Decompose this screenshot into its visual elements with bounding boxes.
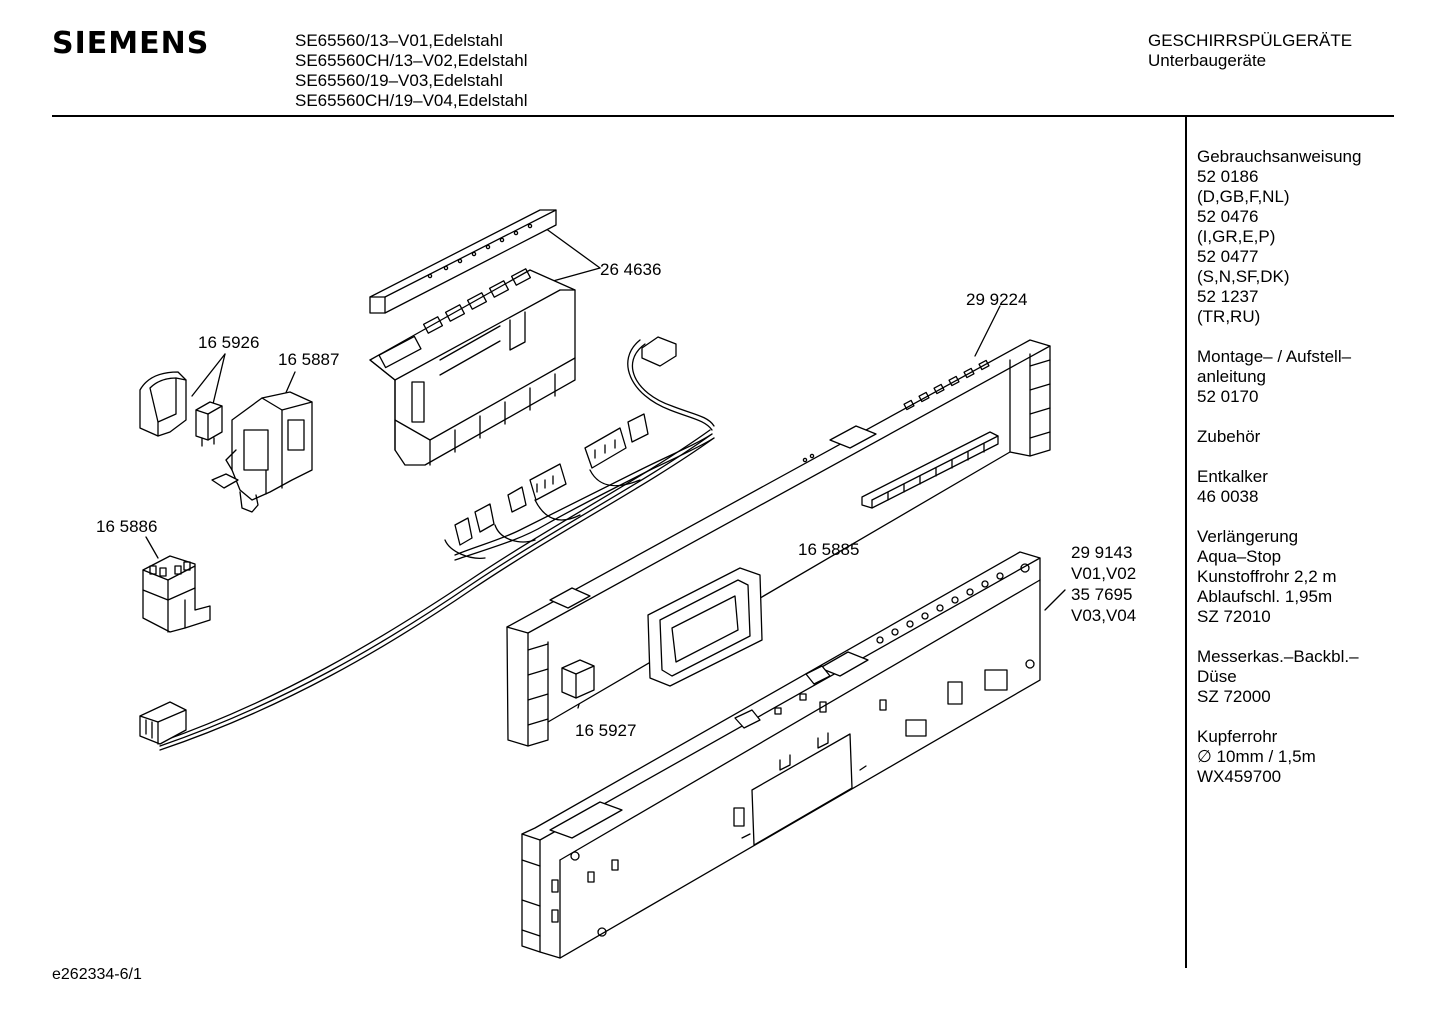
accessories-sidebar: Gebrauchsanweisung 52 0186 (D,GB,F,NL) 5… <box>1197 147 1437 807</box>
model-line: SE65560/19–V03,Edelstahl <box>295 71 503 90</box>
part-label-165886: 16 5886 <box>96 517 158 536</box>
sidebar-line: (D,GB,F,NL) <box>1197 187 1290 206</box>
sidebar-line: 52 0170 <box>1197 387 1259 406</box>
small-relay <box>196 402 222 446</box>
category-subtitle: Unterbaugeräte <box>1148 51 1267 70</box>
sidebar-line: 52 1237 <box>1197 287 1259 306</box>
switch-bracket <box>212 392 312 512</box>
extension-group: Verlängerung Aqua–Stop Kunstoffrohr 2,2 … <box>1197 527 1437 627</box>
brand-logo: SIEMENS <box>52 26 210 61</box>
sidebar-line: Entkalker <box>1197 467 1268 486</box>
terminal-block <box>143 556 210 632</box>
sidebar-line: 52 0476 <box>1197 207 1259 226</box>
manuals-group: Gebrauchsanweisung 52 0186 (D,GB,F,NL) 5… <box>1197 147 1437 327</box>
sidebar-line: Verlängerung <box>1197 527 1299 546</box>
sidebar-line: 52 0186 <box>1197 167 1259 186</box>
installation-group: Montage– / Aufstell– anleitung 52 0170 <box>1197 347 1437 407</box>
descaler-group: Entkalker 46 0038 <box>1197 467 1437 507</box>
sidebar-line: Gebrauchsanweisung <box>1197 147 1362 166</box>
light-guide-bar <box>370 210 556 313</box>
wiring-harness <box>140 337 714 750</box>
sidebar-line: 46 0038 <box>1197 487 1259 506</box>
sidebar-line: (S,N,SF,DK) <box>1197 267 1290 286</box>
header-divider <box>52 115 1394 117</box>
sidebar-line: Messerkas.–Backbl.– <box>1197 647 1359 666</box>
button-strip <box>862 432 998 508</box>
small-block <box>562 660 594 698</box>
part-label-299224: 29 9224 <box>966 290 1028 309</box>
part-label-299143: 29 9143 <box>1071 543 1133 562</box>
door-handle <box>648 568 762 686</box>
category-heading: GESCHIRRSPÜLGERÄTE Unterbaugeräte <box>1148 31 1352 71</box>
sidebar-line: SZ 72010 <box>1197 607 1271 626</box>
category-title: GESCHIRRSPÜLGERÄTE <box>1148 31 1353 50</box>
part-label-165885: 16 5885 <box>798 540 860 559</box>
sidebar-divider <box>1185 117 1187 968</box>
clip-cover <box>140 372 186 436</box>
model-line: SE65560CH/13–V02,Edelstahl <box>295 51 528 70</box>
sidebar-line: Ablaufschl. 1,95m <box>1197 587 1333 606</box>
part-label-357695: 35 7695 <box>1071 585 1133 604</box>
nozzle-group: Messerkas.–Backbl.– Düse SZ 72000 <box>1197 647 1437 707</box>
part-label-165927: 16 5927 <box>575 721 637 740</box>
sidebar-line: SZ 72000 <box>1197 687 1271 706</box>
sidebar-line: ∅ 10mm / 1,5m <box>1197 747 1316 766</box>
model-line: SE65560CH/19–V04,Edelstahl <box>295 91 528 110</box>
sidebar-line: WX459700 <box>1197 767 1282 786</box>
sidebar-line: Aqua–Stop <box>1197 547 1282 566</box>
sidebar-line: Kunstoffrohr 2,2 m <box>1197 567 1337 586</box>
sidebar-line: 52 0477 <box>1197 247 1259 266</box>
copper-pipe-group: Kupferrohr ∅ 10mm / 1,5m WX459700 <box>1197 727 1437 787</box>
sidebar-line: Montage– / Aufstell– <box>1197 347 1352 366</box>
sidebar-line: (I,GR,E,P) <box>1197 227 1276 246</box>
part-label-264636: 26 4636 <box>600 260 662 279</box>
sidebar-line: Kupferrohr <box>1197 727 1278 746</box>
variant-label-v01-v02: V01,V02 <box>1071 564 1137 583</box>
accessories-group: Zubehör <box>1197 427 1437 447</box>
sidebar-line: Düse <box>1197 667 1237 686</box>
part-label-165926: 16 5926 <box>198 333 260 352</box>
model-line: SE65560/13–V01,Edelstahl <box>295 31 503 50</box>
variant-label-v03-v04: V03,V04 <box>1071 606 1137 625</box>
control-module <box>370 269 575 465</box>
front-panel <box>507 340 1050 746</box>
inner-panel <box>522 552 1040 958</box>
drawing-code: e262334-6/1 <box>52 966 142 983</box>
part-label-165887: 16 5887 <box>278 350 340 369</box>
sidebar-line: Zubehör <box>1197 427 1261 446</box>
sidebar-line: (TR,RU) <box>1197 307 1261 326</box>
model-list: SE65560/13–V01,Edelstahl SE65560CH/13–V0… <box>295 31 528 111</box>
sidebar-line: anleitung <box>1197 367 1267 386</box>
